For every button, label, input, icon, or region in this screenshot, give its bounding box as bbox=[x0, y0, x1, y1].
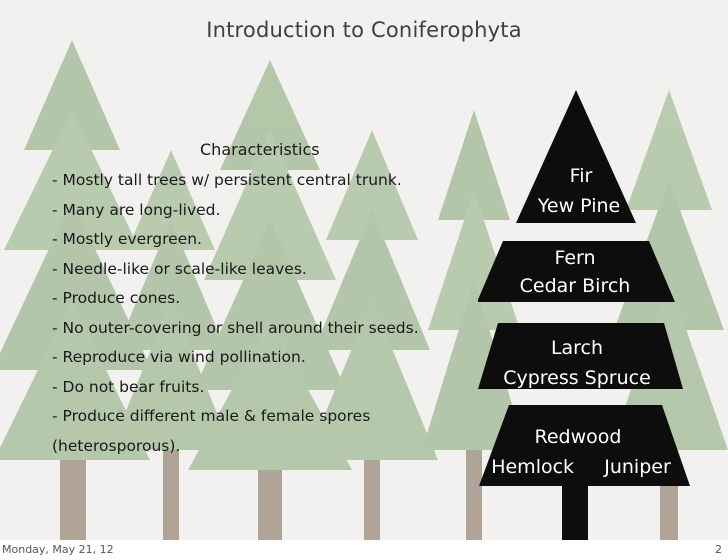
pyramid-label: Fir bbox=[570, 165, 593, 187]
list-item: (heterosporous). bbox=[52, 436, 181, 455]
tree-foliage bbox=[626, 90, 712, 210]
tree-trunk bbox=[364, 440, 380, 540]
tree-trunk bbox=[466, 430, 482, 540]
tree-foliage bbox=[306, 300, 438, 460]
tree-foliage bbox=[116, 220, 226, 350]
list-item: - No outer-covering or shell around thei… bbox=[52, 318, 419, 337]
tree-foliage bbox=[24, 40, 120, 150]
list-item: - Mostly tall trees w/ persistent centra… bbox=[52, 171, 402, 189]
tree-foliage bbox=[127, 150, 215, 250]
list-item: - Produce cones. bbox=[52, 289, 181, 307]
pyramid-label: Yew Pine bbox=[537, 195, 620, 217]
tree-foliage bbox=[438, 110, 510, 220]
pyramid-label: Larch bbox=[551, 337, 603, 359]
pyramid-label: Hemlock Juniper bbox=[491, 456, 671, 478]
list-item: - Do not bear fruits. bbox=[52, 377, 205, 396]
tree-foliage bbox=[0, 200, 152, 370]
list-item: - Many are long-lived. bbox=[52, 200, 221, 219]
tree-foliage bbox=[314, 210, 430, 350]
pyramid-tier-1 bbox=[516, 90, 636, 223]
conifer-pyramid-diagram: Fir Yew Pine Fern Cedar Birch Larch Cypr… bbox=[478, 90, 690, 540]
footer-date: Monday, May 21, 12 bbox=[2, 543, 114, 556]
tree-foliage bbox=[422, 280, 526, 450]
footer-bar: Monday, May 21, 12 2 bbox=[0, 540, 728, 560]
pyramid-label: Fern bbox=[554, 247, 595, 269]
tree-foliage bbox=[110, 300, 232, 450]
page-number: 2 bbox=[715, 543, 722, 556]
pyramid-tier-4 bbox=[479, 405, 690, 486]
characteristics-heading: Characteristics bbox=[200, 140, 320, 159]
list-item: - Mostly evergreen. bbox=[52, 230, 202, 248]
tree-foliage bbox=[194, 220, 346, 390]
list-item: - Produce different male & female spores bbox=[52, 407, 371, 425]
pyramid-tier-2 bbox=[478, 241, 675, 302]
tree-foliage bbox=[204, 130, 336, 280]
tree-foliage bbox=[220, 60, 320, 170]
tree-foliage bbox=[188, 320, 352, 470]
slide-title: Introduction to Coniferophyta bbox=[206, 18, 522, 42]
tree-foliage bbox=[4, 110, 140, 250]
list-item: - Reproduce via wind pollination. bbox=[52, 348, 306, 366]
tree-foliage bbox=[326, 130, 418, 240]
slide: Introduction to Coniferophyta Characteri… bbox=[0, 0, 728, 540]
characteristics-list: - Mostly tall trees w/ persistent centra… bbox=[52, 166, 419, 461]
pyramid-label: Cypress Spruce bbox=[503, 367, 651, 389]
background-trees-illustration bbox=[0, 40, 728, 540]
pyramid-tier-3 bbox=[478, 323, 683, 389]
pyramid-label: Redwood bbox=[535, 426, 622, 448]
pyramid-label: Cedar Birch bbox=[520, 275, 631, 297]
tree-foliage bbox=[0, 300, 150, 460]
tree-trunk bbox=[163, 440, 179, 540]
list-item: - Needle-like or scale-like leaves. bbox=[52, 259, 307, 278]
